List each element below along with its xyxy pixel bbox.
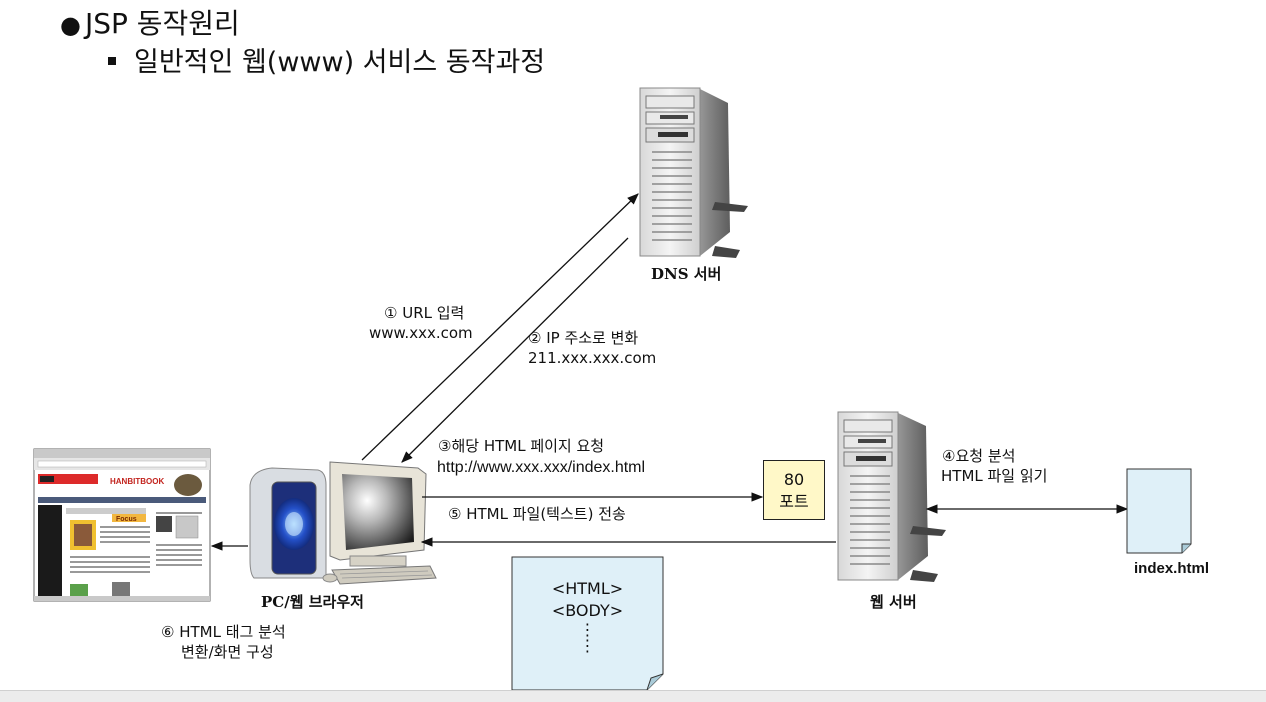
dns-server-label: DNS 서버 [651,265,722,283]
step5-title: ⑤ HTML 파일(텍스트) 전송 [448,505,626,523]
file-name-label: index.html [1134,560,1210,577]
html-note-line: ⋮ [579,620,596,639]
step1-title: ① URL 입력 [384,304,465,322]
browser-brand-text: HANBITBOOK [110,477,164,486]
browser-banner-text: Focus [116,516,137,523]
html-file-icon [1126,468,1192,554]
page-subtitle: 일반적인 웹(www) 서비스 동작과정 [108,40,545,79]
bullet-dot-icon: ● [60,11,81,39]
browser-window-screenshot: HANBITBOOK Focus [33,448,211,602]
port-label: 포트 [779,492,809,511]
step4-detail: HTML 파일 읽기 [941,467,1048,485]
html-note-line: <HTML> [551,579,624,598]
step3-title: ③해당 HTML 페이지 요청 [438,437,605,455]
step2-title: ② IP 주소로 변화 [528,329,639,347]
html-note-line: <BODY> [551,601,624,620]
step4-title: ④요청 분석 [942,447,1016,465]
arrow-ip-response [401,237,629,463]
pc-browser-label: PC/웹 브라우저 [261,593,364,611]
html-document-note [511,556,664,691]
pc-computer-icon [249,461,437,585]
step3-detail: http://www.xxx.xxx/index.html [437,459,646,476]
html-note-line: ⋮ [579,636,596,655]
step1-detail: www.xxx.com [369,324,473,342]
page-title: ●JSP 동작원리 [60,7,240,40]
step2-detail: 211.xxx.xxx.com [528,349,657,367]
html-note-text: <HTML> <BODY> ⋮ ⋮ [512,578,663,654]
slide-footer-bar [0,690,1266,702]
port-80-box: 80 포트 [763,460,825,520]
bullet-square-icon [108,56,116,65]
dns-server-icon [639,87,748,258]
web-server-label: 웹 서버 [870,593,917,611]
step6-title: ⑥ HTML 태그 분석 [161,623,286,641]
step6-detail: 변환/화면 구성 [181,643,274,661]
port-number: 80 [783,470,805,489]
web-server-icon [837,411,946,582]
arrow-url-input [361,193,639,461]
